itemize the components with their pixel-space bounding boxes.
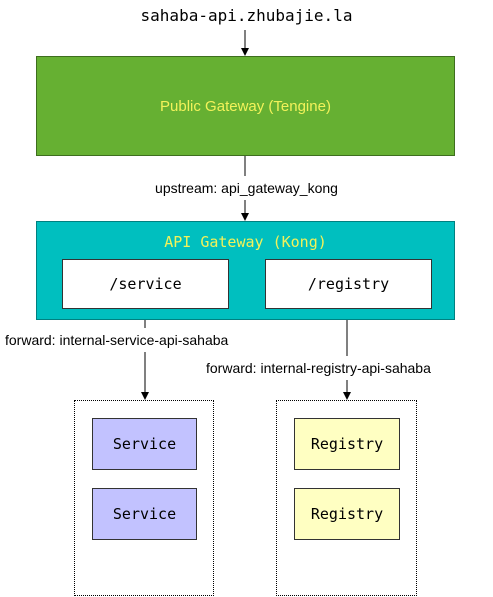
registry-node-label: Registry bbox=[310, 505, 384, 523]
service-node: Service bbox=[92, 418, 197, 470]
route-registry-label: /registry bbox=[307, 275, 390, 293]
service-node: Service bbox=[92, 488, 197, 540]
registry-node-label: Registry bbox=[310, 435, 384, 453]
public-gateway-node: Public Gateway (Tengine) bbox=[36, 56, 455, 156]
service-node-label: Service bbox=[112, 505, 177, 523]
service-node-label: Service bbox=[112, 435, 177, 453]
route-registry: /registry bbox=[265, 259, 432, 309]
registry-node: Registry bbox=[294, 488, 400, 540]
registry-cluster bbox=[276, 400, 417, 596]
api-gateway-title: API Gateway (Kong) bbox=[164, 233, 327, 251]
route-service: /service bbox=[62, 259, 229, 309]
entry-host-label: sahaba-api.zhubajie.la bbox=[140, 6, 353, 25]
route-service-label: /service bbox=[109, 275, 182, 293]
registry-node: Registry bbox=[294, 418, 400, 470]
forward-registry-edge-label: forward: internal-registry-api-sahaba bbox=[206, 360, 431, 376]
upstream-edge-label: upstream: api_gateway_kong bbox=[155, 180, 338, 196]
forward-service-edge-label: forward: internal-service-api-sahaba bbox=[5, 332, 229, 348]
public-gateway-label: Public Gateway (Tengine) bbox=[160, 97, 331, 115]
service-cluster bbox=[74, 400, 214, 596]
